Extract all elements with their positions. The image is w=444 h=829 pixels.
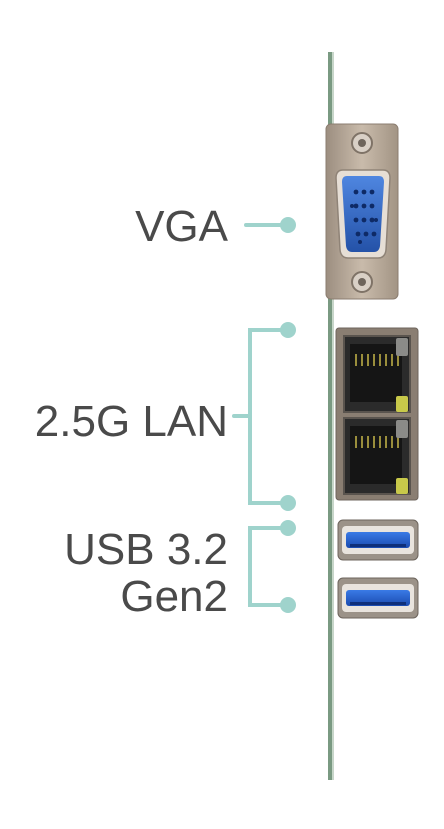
vga-connector-dot bbox=[280, 217, 296, 233]
lan-label: 2.5G LAN bbox=[34, 397, 228, 446]
lan-top-dot bbox=[280, 322, 296, 338]
panel-edge bbox=[328, 52, 332, 780]
vga-port-icon bbox=[325, 123, 399, 300]
usb-label-line1: USB 3.2 bbox=[64, 525, 228, 574]
vga-label: VGA bbox=[135, 202, 228, 251]
usb-port-icon bbox=[337, 519, 419, 561]
usb-port-icon bbox=[337, 577, 419, 619]
lan-bottom-dot bbox=[280, 495, 296, 511]
usb-bracket bbox=[248, 526, 288, 607]
panel-edge-shadow bbox=[332, 52, 334, 780]
usb-bottom-dot bbox=[280, 597, 296, 613]
rj45-port-icon bbox=[335, 327, 419, 501]
lan-bracket bbox=[248, 328, 288, 505]
usb-label-line2: Gen2 bbox=[120, 572, 228, 621]
usb-top-dot bbox=[280, 520, 296, 536]
